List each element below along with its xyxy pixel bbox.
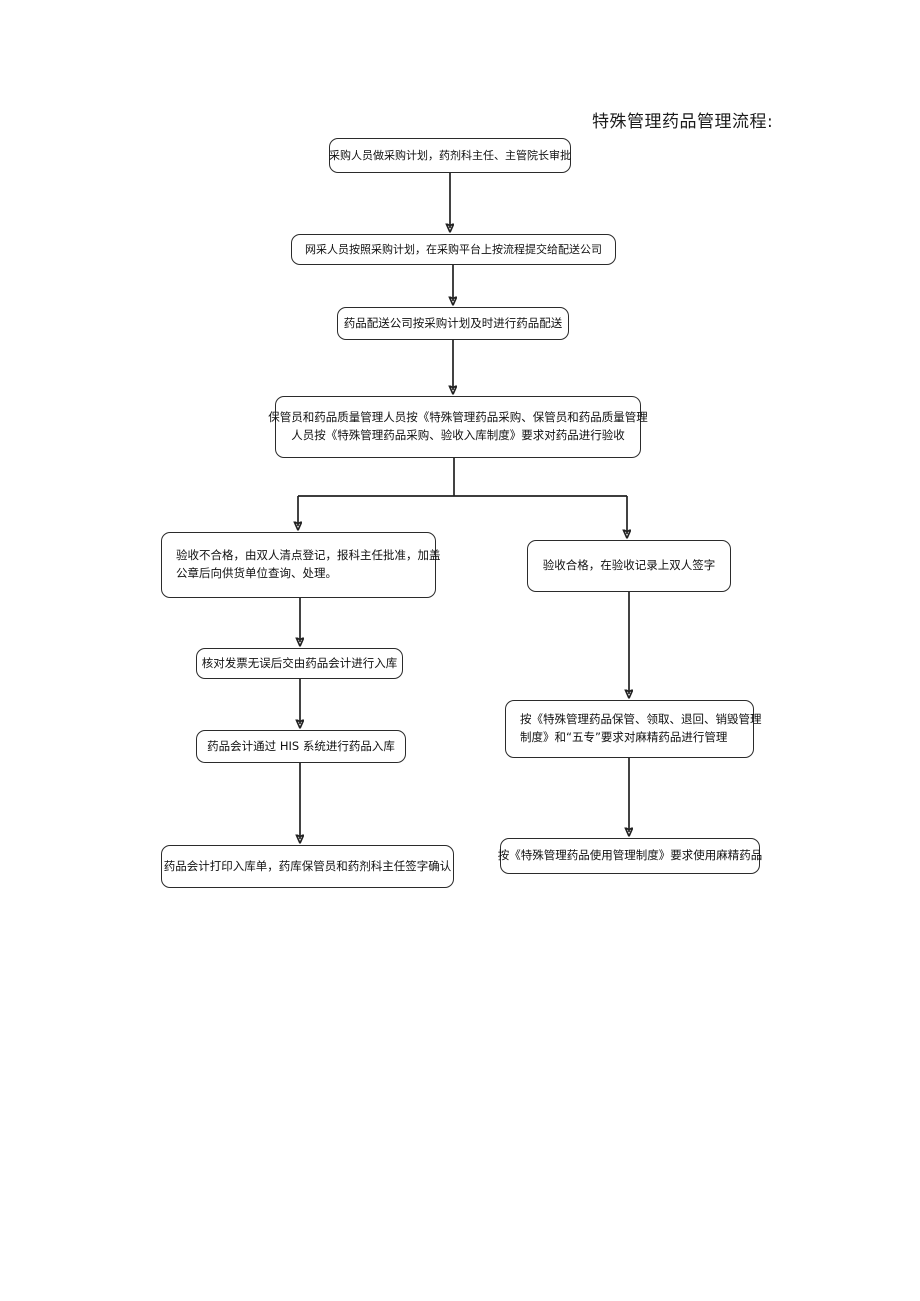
flow-node-inspection-failed[interactable]: 验收不合格，由双人清点登记，报科主任批准，加盖 公章后向供货单位查询、处理。 bbox=[161, 532, 441, 598]
node-line: 药品会计通过 HIS 系统进行药品入库 bbox=[207, 738, 395, 753]
flow-node-distributor-delivery[interactable]: 药品配送公司按采购计划及时进行药品配送 bbox=[337, 307, 569, 340]
node-line: 核对发票无误后交由药品会计进行入库 bbox=[201, 655, 398, 670]
flow-node-print-stock-in-form[interactable]: 药品会计打印入库单，药库保管员和药剂科主任签字确认 bbox=[161, 845, 454, 888]
node-line: 验收合格，在验收记录上双人签字 bbox=[542, 558, 716, 573]
node-line: 公章后向供货单位查询、处理。 bbox=[176, 566, 337, 580]
flow-node-usage-management-rules[interactable]: 按《特殊管理药品使用管理制度》要求使用麻精药品 bbox=[497, 838, 763, 874]
node-line: 验收不合格，由双人清点登记，报科主任批准，加盖 bbox=[176, 548, 441, 563]
flow-node-online-submit-to-distributor[interactable]: 网采人员按照采购计划，在采购平台上按流程提交给配送公司 bbox=[291, 234, 616, 265]
node-line: 网采人员按照采购计划，在采购平台上按流程提交给配送公司 bbox=[305, 242, 602, 256]
flow-node-invoice-check[interactable]: 核对发票无误后交由药品会计进行入库 bbox=[196, 648, 403, 679]
node-line: 制度》和“五专”要求对麻精药品进行管理 bbox=[520, 730, 728, 744]
flow-node-inspection-passed[interactable]: 验收合格，在验收记录上双人签字 bbox=[527, 540, 731, 592]
node-line: 采购人员做采购计划，药剂科主任、主管院长审批 bbox=[329, 148, 571, 162]
node-line: 药品会计打印入库单，药库保管员和药剂科主任签字确认 bbox=[163, 858, 452, 873]
flow-node-his-system-stock-in[interactable]: 药品会计通过 HIS 系统进行药品入库 bbox=[196, 730, 406, 763]
node-line: 按《特殊管理药品使用管理制度》要求使用麻精药品 bbox=[497, 848, 763, 863]
node-line: 人员按《特殊管理药品采购、验收入库制度》要求对药品进行验收 bbox=[291, 428, 625, 442]
node-line: 药品配送公司按采购计划及时进行药品配送 bbox=[343, 315, 563, 330]
flow-node-acceptance-inspection[interactable]: 保管员和药品质量管理人员按《特殊管理药品采购、保管员和药品质量管理 人员按《特殊… bbox=[268, 396, 648, 458]
flow-node-purchase-plan-approval[interactable]: 采购人员做采购计划，药剂科主任、主管院长审批 bbox=[329, 138, 571, 173]
node-line: 保管员和药品质量管理人员按《特殊管理药品采购、保管员和药品质量管理 bbox=[268, 410, 648, 425]
page-title: 特殊管理药品管理流程: bbox=[592, 112, 774, 132]
node-line: 按《特殊管理药品保管、领取、退回、销毁管理 bbox=[520, 712, 762, 727]
flow-node-storage-management-rules[interactable]: 按《特殊管理药品保管、领取、退回、销毁管理 制度》和“五专”要求对麻精药品进行管… bbox=[505, 700, 762, 758]
